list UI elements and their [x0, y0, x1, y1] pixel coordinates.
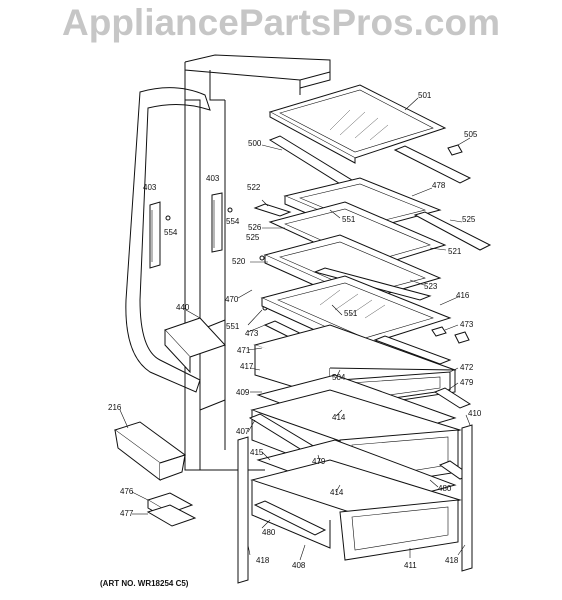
label-407: 407: [236, 427, 250, 436]
shelf-support-right: [211, 192, 223, 253]
glass-shelf-top: [268, 84, 447, 164]
label-471: 471: [237, 346, 251, 355]
label-480-left: 480: [262, 528, 276, 537]
clip-505: [447, 144, 463, 156]
label-526: 526: [248, 223, 262, 232]
label-551-c: 551: [344, 309, 358, 318]
label-403-right: 403: [206, 174, 220, 183]
label-415: 415: [250, 448, 264, 457]
bin-477: [146, 504, 197, 527]
label-470: 470: [225, 295, 239, 304]
label-479-upper: 479: [460, 378, 474, 387]
label-403-left: 403: [143, 183, 157, 192]
pan-lower: [250, 459, 462, 561]
label-525-right: 525: [462, 215, 476, 224]
screws: [165, 207, 268, 311]
label-477: 477: [120, 509, 134, 518]
label-414-lower: 414: [330, 488, 344, 497]
label-473-right: 473: [460, 320, 474, 329]
label-440: 440: [176, 303, 190, 312]
rail-525-right: [413, 211, 492, 251]
leader-lines: [119, 97, 471, 561]
clips-473: [431, 326, 470, 344]
label-409: 409: [236, 388, 250, 397]
label-522: 522: [247, 183, 261, 192]
label-525-left: 525: [246, 233, 260, 242]
label-476: 476: [120, 487, 134, 496]
art-number: (ART NO. WR18254 C5): [100, 579, 189, 588]
label-417: 417: [240, 362, 254, 371]
gasket: [125, 87, 211, 393]
label-554-right: 554: [226, 217, 240, 226]
label-480-right: 480: [438, 484, 452, 493]
label-520: 520: [232, 257, 246, 266]
label-551-b: 551: [226, 322, 240, 331]
bottom-cover: [164, 317, 226, 374]
label-410: 410: [468, 409, 482, 418]
label-500: 500: [248, 139, 262, 148]
part-labels: 501 505 500 478 522 551 525 526 525 521 …: [108, 91, 482, 570]
label-411: 411: [404, 561, 417, 570]
rail-480: [253, 500, 327, 536]
bin-216: [113, 421, 187, 482]
label-416: 416: [456, 291, 470, 300]
label-479-lower: 479: [312, 457, 326, 466]
label-521: 521: [448, 247, 462, 256]
label-478: 478: [432, 181, 446, 190]
vertical-support-left: [237, 436, 249, 584]
rail-522: [253, 203, 292, 217]
label-472: 472: [460, 363, 474, 372]
label-216: 216: [108, 403, 122, 412]
label-418-right: 418: [445, 556, 459, 565]
label-504: 504: [332, 373, 346, 382]
label-505: 505: [464, 130, 478, 139]
label-501: 501: [418, 91, 432, 100]
label-473-left: 473: [245, 329, 259, 338]
label-551-a: 551: [342, 215, 356, 224]
label-408: 408: [292, 561, 306, 570]
label-418-left: 418: [256, 556, 270, 565]
label-554-left: 554: [164, 228, 178, 237]
shelf-support-left: [149, 201, 161, 269]
rail-right-top: [393, 145, 472, 184]
label-414-upper: 414: [332, 413, 346, 422]
label-523: 523: [424, 282, 438, 291]
watermark-logo: AppliancePartsPros.com: [62, 2, 500, 43]
vertical-support-right: [461, 424, 473, 572]
rail-479-upper: [433, 387, 472, 409]
